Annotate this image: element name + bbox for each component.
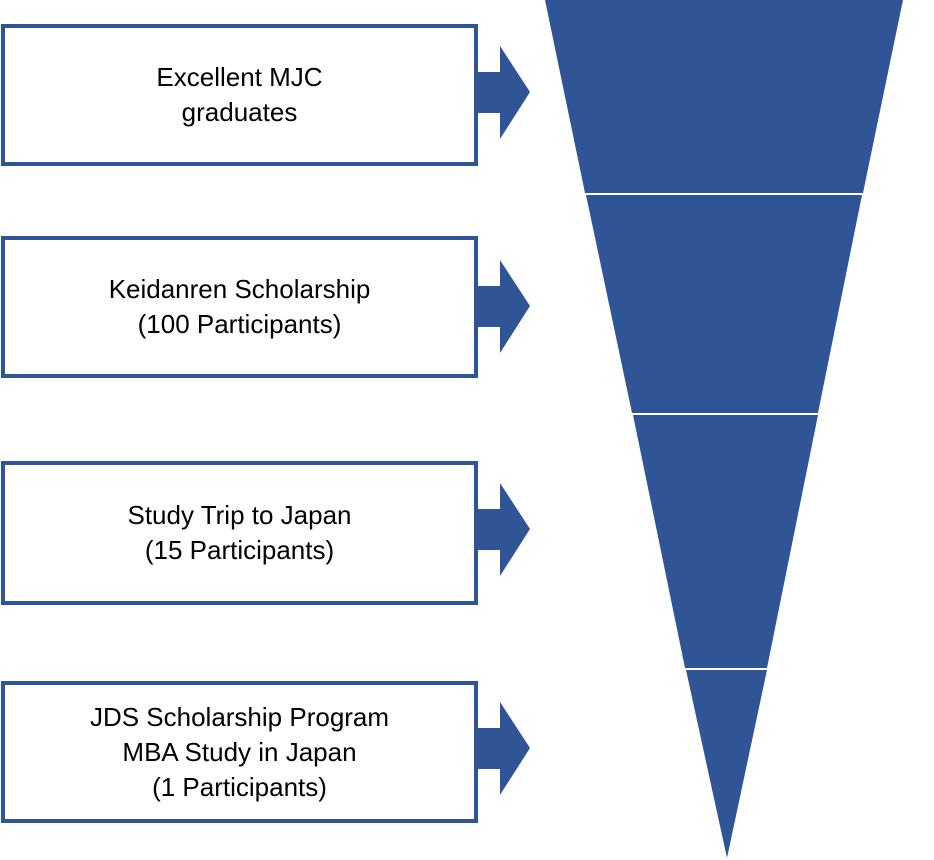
arrow-right-icon <box>474 260 530 353</box>
stage-box-mjc-graduates: Excellent MJC graduates <box>1 24 478 166</box>
stage-participants: (1 Participants) <box>152 771 327 802</box>
stage-box-study-trip: Study Trip to Japan (15 Participants) <box>1 461 478 605</box>
arrow-right-icon <box>474 46 530 139</box>
stage-box-keidanren-scholarship: Keidanren Scholarship (100 Participants) <box>1 236 478 378</box>
funnel-tier-3 <box>633 415 818 668</box>
funnel-tier-4 <box>686 670 767 858</box>
stage-label-line: graduates <box>181 97 298 127</box>
stage-participants: (100 Participants) <box>137 309 342 339</box>
stage-label-line: MBA Study in Japan <box>122 736 357 767</box>
stage-label-line: Excellent MJC <box>156 62 323 92</box>
stage-participants: (15 Participants) <box>144 535 335 565</box>
stage-box-jds-scholarship: JDS Scholarship Program MBA Study in Jap… <box>1 681 478 823</box>
stage-label-line: Study Trip to Japan <box>127 500 352 530</box>
arrow-right-icon <box>474 483 530 576</box>
funnel-tier-1 <box>545 0 903 193</box>
arrow-right-icon <box>474 702 530 795</box>
funnel-tier-2 <box>586 195 862 413</box>
stage-label-line: JDS Scholarship Program <box>89 701 390 732</box>
stage-label-line: Keidanren Scholarship <box>108 274 371 304</box>
